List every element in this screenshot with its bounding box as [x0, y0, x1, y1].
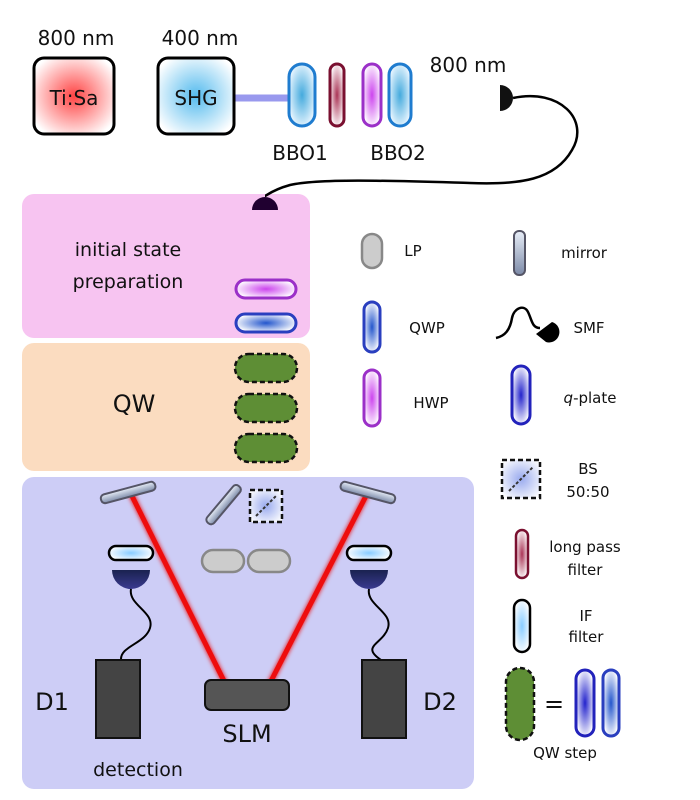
legend-qwp-icon: [362, 300, 382, 354]
legend-smf-label: SMF: [573, 319, 604, 337]
bbo1-crystal: [287, 62, 317, 128]
legend-mirror-label: mirror: [561, 244, 608, 262]
legend-hwp-icon: [362, 368, 382, 428]
coupler-left: [112, 570, 150, 589]
fiber-to-d1: [119, 588, 152, 661]
shg-wavelength-label: 400 nm: [162, 26, 239, 50]
legend-qw-step-label: QW step: [533, 744, 597, 762]
legend: LP mirror QWP SMF HWP q-plate BS 50:50 l…: [360, 230, 621, 762]
if-filter-left: [107, 544, 155, 562]
legend-bs-icon: [500, 458, 542, 500]
d2-label: D2: [423, 688, 457, 716]
legend-lpf-line1: long pass: [549, 538, 621, 556]
legend-qplate-icon: [510, 364, 532, 426]
legend-hwp-label: HWP: [413, 394, 448, 412]
lp-left: [200, 548, 246, 574]
prep-hwp: [234, 278, 298, 300]
legend-lpf-line2: filter: [568, 561, 604, 579]
legend-mirror-icon: [513, 230, 526, 276]
legend-if-icon: [512, 598, 532, 654]
bbo2-hwp: [361, 62, 383, 128]
slm-label: SLM: [222, 720, 271, 748]
laser-box: [32, 56, 116, 136]
detection-label: detection: [93, 759, 183, 781]
single-mode-fiber: [264, 95, 579, 198]
bbo1-label: BBO1: [272, 141, 328, 165]
coupler-right: [350, 570, 388, 589]
output-wavelength-label: 800 nm: [430, 53, 507, 77]
mirror-left: [99, 480, 157, 505]
legend-lp-label: LP: [404, 242, 421, 260]
fiber-to-d2: [367, 588, 390, 661]
legend-if-line2: filter: [569, 628, 605, 646]
lp-right: [246, 548, 292, 574]
legend-lpf-icon: [514, 528, 530, 580]
red-beam-slm-to-left-mirror: [127, 490, 228, 685]
red-beam-slm-to-right-mirror: [267, 490, 371, 685]
prep-label-line1: initial state: [75, 239, 181, 261]
detector-d1: [95, 659, 141, 739]
legend-bs-line2: 50:50: [566, 483, 609, 501]
legend-qw-step-icon: [504, 666, 536, 742]
shg-box: [156, 56, 236, 136]
mirror-right: [339, 480, 397, 505]
detector-d2: [361, 659, 407, 739]
qw-step-3: [233, 432, 299, 464]
fiber-coupler-out: [500, 85, 513, 111]
prep-label-line2: preparation: [73, 271, 184, 293]
if-filter-right: [345, 544, 393, 562]
bbo2-crystal: [387, 62, 413, 128]
bbo2-label: BBO2: [370, 141, 426, 165]
legend-qw-step-qplate: [574, 668, 596, 738]
shg-label: SHG: [174, 86, 217, 110]
long-pass-filter-top: [328, 62, 346, 128]
qw-step-2: [233, 392, 299, 424]
fiber-coupler-in: [252, 197, 278, 210]
legend-qplate-label: q-plate: [564, 389, 617, 407]
legend-lp-icon: [360, 232, 384, 270]
legend-qplate-rest: -plate: [573, 389, 616, 407]
legend-bs-line1: BS: [578, 460, 598, 478]
slm-device: [204, 679, 290, 711]
laser-wavelength-label: 800 nm: [38, 26, 115, 50]
preparation-region: [22, 194, 310, 338]
mirror-center: [205, 484, 242, 526]
qw-step-1: [233, 352, 299, 384]
legend-equals: =: [544, 690, 564, 718]
legend-qplate-q: q: [564, 389, 574, 407]
d1-label: D1: [35, 688, 69, 716]
legend-qwp-label: QWP: [409, 319, 445, 337]
beam-splitter: [248, 488, 284, 524]
laser-label: Ti:Sa: [49, 86, 99, 110]
legend-smf-icon: [495, 306, 560, 343]
legend-if-line1: IF: [579, 607, 592, 625]
qw-label: QW: [113, 390, 156, 418]
legend-qw-step-qwp: [601, 668, 621, 738]
prep-qwp: [234, 312, 298, 334]
